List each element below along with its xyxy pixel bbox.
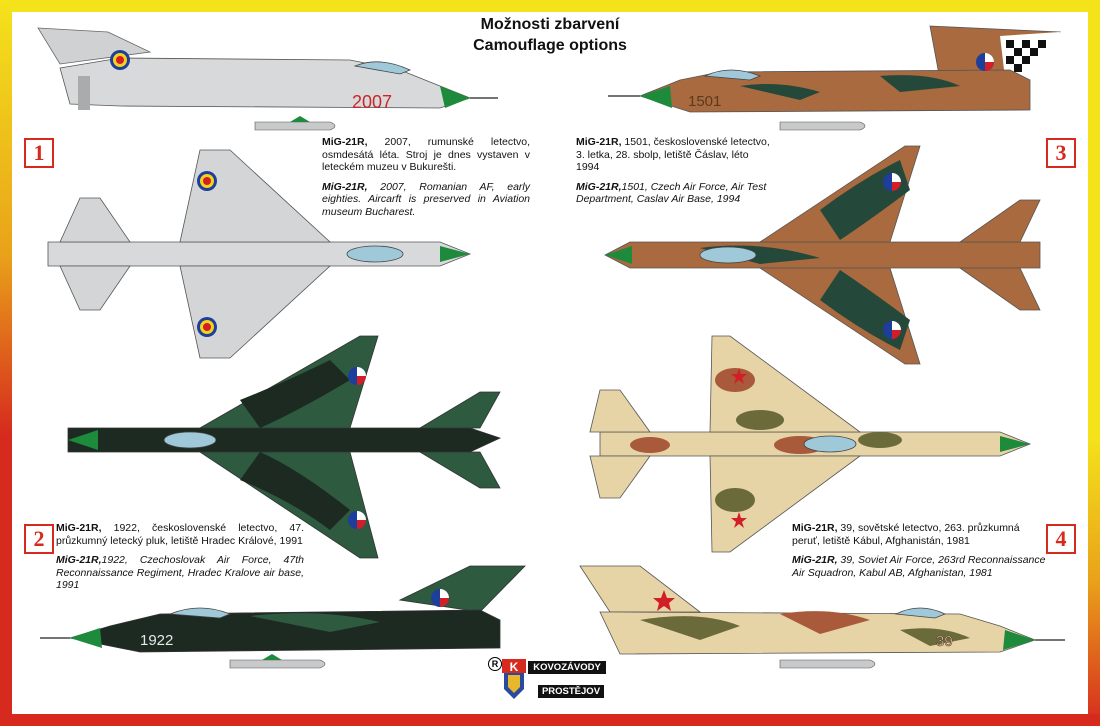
aircraft-2-side-view: 1922: [40, 565, 526, 669]
aircraft-3-side-view: 1501: [608, 25, 1061, 131]
aircraft-4-number: 39: [936, 633, 953, 650]
kp-logo-icon: K: [502, 659, 526, 699]
aircraft-2-number: 1922: [140, 632, 173, 649]
frame-left-band: [0, 0, 12, 726]
aircraft-1-top-view: [47, 149, 472, 359]
caption-4-en: 39, Soviet Air Force, 263rd Reconnaissan…: [792, 554, 1046, 579]
logo-line-1: KOVOZÁVODY: [528, 661, 606, 674]
frame-bottom-band: [0, 714, 1100, 726]
caption-1-en-name: MiG-21R,: [322, 180, 368, 193]
frame-right-band: [1088, 0, 1100, 726]
caption-3-en: 1501, Czech Air Force, Air Test Departme…: [576, 180, 767, 206]
caption-2-en-name: MiG-21R,: [56, 554, 102, 566]
option-1-number: 1: [24, 138, 54, 168]
option-3-caption: MiG-21R, 1501, československé letectvo, …: [576, 136, 774, 213]
option-2-number: 2: [24, 524, 54, 554]
kovozavody-logo: R K KOVOZÁVODY PROSTĚJOV: [488, 657, 608, 703]
aircraft-1-side-view: 2007: [37, 27, 498, 131]
caption-3-en-name: MiG-21R,: [576, 180, 622, 193]
option-4-caption: MiG-21R, 39, sovětské letectvo, 263. prů…: [792, 522, 1048, 586]
caption-4-cz-name: MiG-21R,: [792, 522, 838, 534]
aircraft-3-number: 1501: [688, 93, 721, 110]
caption-1-en: 2007, Romanian AF, early eighties. Airca…: [322, 180, 530, 218]
caption-2-cz: 1922, československé letectvo, 47. průzk…: [56, 522, 304, 547]
frame-top-band: [0, 0, 1100, 12]
option-2-caption: MiG-21R, 1922, československé letectvo, …: [56, 522, 304, 599]
caption-1-cz: 2007, rumunské letectvo, osmdesátá léta.…: [322, 136, 530, 173]
aircraft-4-side-view: 39: [579, 565, 1065, 669]
logo-letter: K: [510, 660, 519, 674]
page-title-en: Camouflage options: [473, 37, 627, 54]
aircraft-1-number: 2007: [352, 92, 392, 112]
option-1-caption: MiG-21R, 2007, rumunské letectvo, osmdes…: [322, 136, 530, 225]
logo-line-2: PROSTĚJOV: [538, 685, 604, 698]
caption-3-cz: 1501, československé letectvo, 3. letka,…: [576, 136, 770, 173]
aircraft-3-top-view: [604, 145, 1041, 365]
caption-2-cz-name: MiG-21R,: [56, 522, 102, 534]
caption-2-en: 1922, Czechoslovak Air Force, 47th Recon…: [56, 554, 304, 591]
caption-1-cz-name: MiG-21R,: [322, 136, 368, 148]
caption-4-cz: 39, sovětské letectvo, 263. průzkumná pe…: [792, 522, 1020, 547]
caption-3-cz-name: MiG-21R,: [576, 136, 622, 148]
caption-4-en-name: MiG-21R,: [792, 554, 838, 566]
aircraft-2-top-view: [67, 335, 502, 559]
aircraft-4-top-view: [589, 335, 1032, 553]
option-3-number: 3: [1046, 138, 1076, 168]
registered-mark: R: [488, 657, 502, 671]
option-4-number: 4: [1046, 524, 1076, 554]
page-title-cz: Možnosti zbarvení: [480, 16, 620, 33]
